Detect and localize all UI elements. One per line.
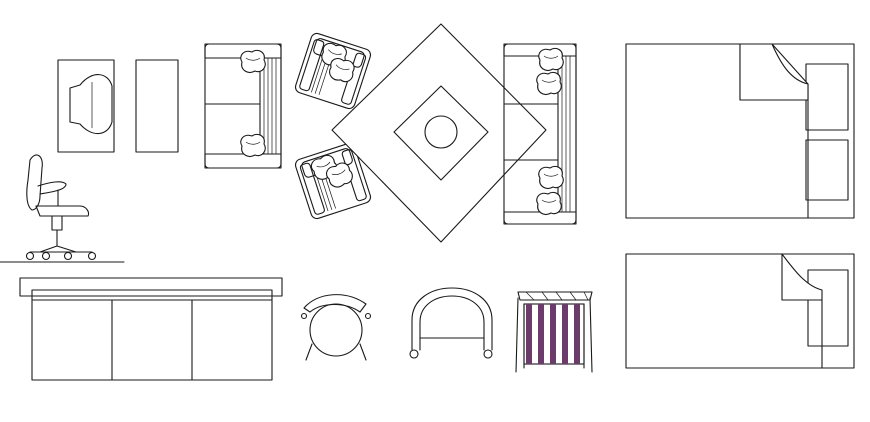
chair-stripes xyxy=(526,304,580,364)
striped-chair-elevation xyxy=(515,291,593,373)
armchair-top xyxy=(294,32,372,110)
three-seat-sofa-right xyxy=(503,43,577,225)
sideboard-elevation xyxy=(19,277,283,381)
side-table-plan xyxy=(135,59,179,153)
office-chair-elevation xyxy=(0,154,125,263)
single-bed-plan xyxy=(625,253,855,369)
office-desk-plan xyxy=(57,59,115,153)
tub-chair-plan xyxy=(409,287,493,359)
coffee-table-with-rug xyxy=(331,23,547,243)
dining-chair-plan xyxy=(300,294,372,361)
three-seat-sofa-left xyxy=(204,43,282,169)
double-bed-plan xyxy=(625,43,855,219)
